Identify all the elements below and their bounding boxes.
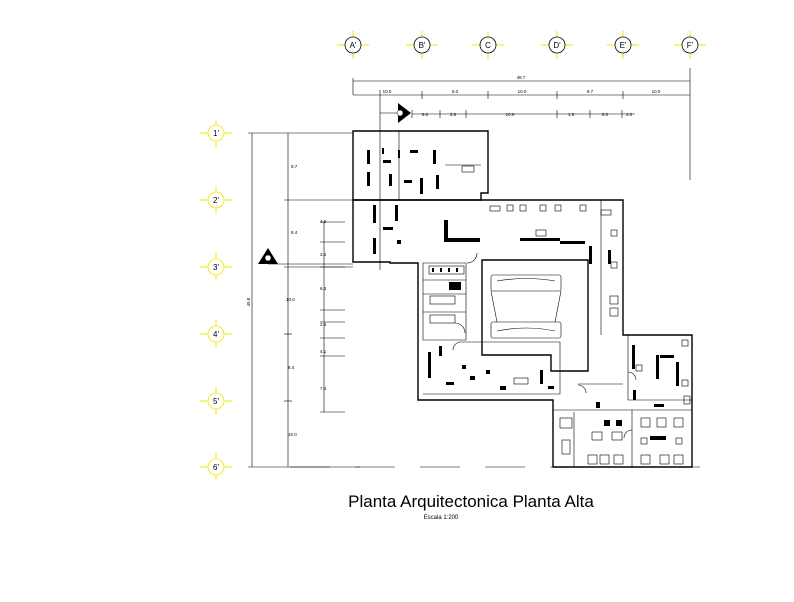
plan-title: Planta Arquitectonica Planta Alta (348, 492, 594, 511)
axis-label: F' (687, 41, 694, 50)
axis-label: 5' (213, 397, 219, 406)
dim-left-sub: 7.4 (320, 386, 327, 391)
axis-label: D' (553, 41, 561, 50)
building-walls (352, 130, 693, 468)
axis-marker-b: B' (406, 31, 438, 59)
axis-label: B' (419, 41, 426, 50)
dim-top-seg: 5.0 (452, 89, 459, 94)
dim-top-sub: 1.5 (568, 112, 575, 117)
top-dimension-lines: 48.7 10.0 5.0 10.0 9.7 10.0 5.0 3.5 10.0… (352, 68, 691, 180)
dim-left-seg: 10.0 (288, 432, 297, 437)
axis-marker-3: 3' (200, 253, 232, 281)
axis-label: E' (620, 41, 627, 50)
left-dimension-lines: 45.8 8.7 8.4 10.0 8.4 10.0 4.5 3.6 6.3 2… (246, 132, 360, 468)
axis-label: 2' (213, 196, 219, 205)
axis-marker-1: 1' (200, 119, 232, 147)
dim-top-sub: 4.0 (626, 112, 633, 117)
axis-marker-d: D' (541, 31, 573, 59)
section-marker-left (258, 248, 353, 265)
dim-left-total: 45.8 (246, 297, 251, 306)
dim-left-sub: 2.6 (320, 322, 327, 327)
dim-top-seg: 10.0 (652, 89, 661, 94)
axis-marker-f: F' (674, 31, 706, 59)
axis-label: 1' (213, 129, 219, 138)
dim-top-sub: 3.5 (450, 112, 457, 117)
dim-top-sub: 5.0 (602, 112, 609, 117)
courtyard-benches (490, 274, 562, 339)
dim-top-sub: 10.0 (506, 112, 515, 117)
row-axis-markers: 1' 2' 3' 4' 5' (200, 119, 232, 481)
dim-left-sub: 4.1 (320, 349, 327, 354)
axis-label: 6' (213, 463, 219, 472)
axis-label: 4' (213, 330, 219, 339)
dim-left-seg: 8.4 (288, 365, 295, 370)
axis-marker-6: 6' (200, 453, 232, 481)
axis-marker-2: 2' (200, 186, 232, 214)
axis-marker-a: A' (337, 31, 369, 59)
section-marker-top (379, 90, 411, 270)
dim-left-seg: 8.4 (291, 230, 298, 235)
axis-marker-e: E' (607, 31, 639, 59)
dim-left-seg: 8.7 (291, 164, 298, 169)
axis-marker-c: C (472, 31, 504, 59)
dim-top-sub: 5.0 (422, 112, 429, 117)
door-swings (452, 252, 637, 439)
dim-left-sub: 3.6 (320, 252, 327, 257)
dim-left-sub: 4.5 (320, 219, 327, 224)
column-axis-markers: A' B' C D' E' F (337, 31, 706, 59)
dim-top-seg: 10.0 (383, 89, 392, 94)
axis-marker-5: 5' (200, 387, 232, 415)
furniture (367, 148, 691, 465)
axis-label: C (485, 41, 491, 50)
axis-label: A' (350, 41, 357, 50)
plan-scale: Escala 1:200 (424, 515, 459, 521)
axis-label: 3' (213, 263, 219, 272)
dim-left-sub: 6.3 (320, 286, 327, 291)
dim-top-total: 48.7 (517, 75, 526, 80)
axis-marker-4: 4' (200, 320, 232, 348)
dim-left-seg: 10.0 (286, 297, 295, 302)
dim-top-seg: 10.0 (518, 89, 527, 94)
dim-top-seg: 9.7 (587, 89, 594, 94)
